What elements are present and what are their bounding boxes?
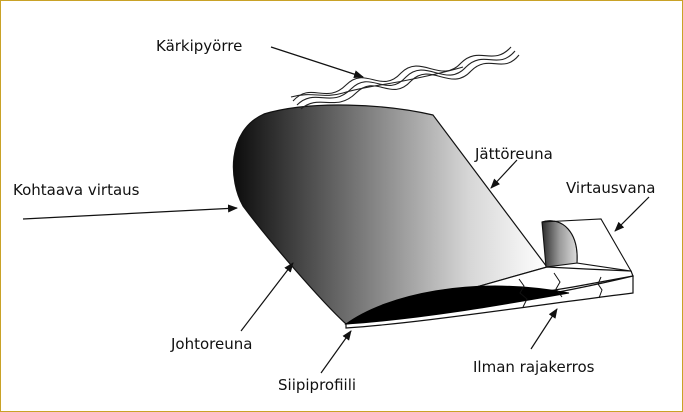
label-trailing-edge: Jättöreuna <box>475 145 553 163</box>
label-leading-edge: Johtoreuna <box>171 335 252 353</box>
trailing-edge-arrow <box>491 160 517 188</box>
leading-edge-arrow <box>241 263 293 331</box>
label-incoming-flow: Kohtaava virtaus <box>13 181 139 199</box>
tip-vortex-arrow <box>271 47 363 77</box>
label-boundary-layer: Ilman rajakerros <box>473 358 595 376</box>
label-flow-vane: Virtausvana <box>566 179 655 197</box>
label-tip-vortex: Kärkipyörre <box>156 37 242 55</box>
flow-vane-arrow <box>615 197 649 231</box>
incoming-flow-arrow <box>23 208 237 219</box>
airfoil-arrow <box>321 331 351 373</box>
tip-vortex-lines <box>291 47 519 109</box>
boundary-layer-arrow <box>531 309 557 349</box>
label-airfoil: Siipiprofiili <box>278 376 356 394</box>
